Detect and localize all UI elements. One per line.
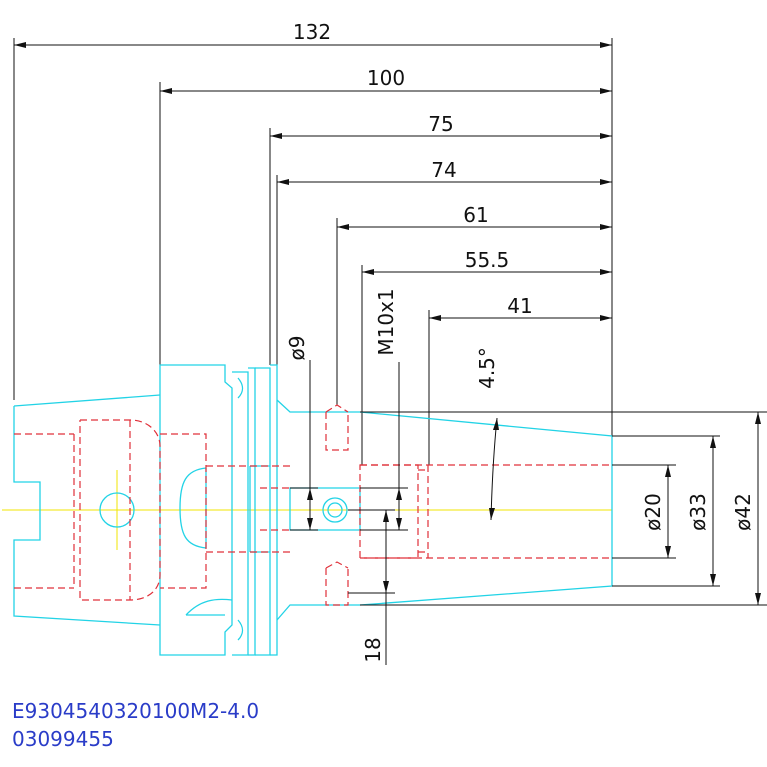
dim-132: 132 [293, 20, 331, 44]
dim-dia-42: ø42 [731, 493, 755, 531]
dim-100: 100 [367, 66, 405, 90]
dim-dia-33: ø33 [686, 493, 710, 531]
dim-74: 74 [431, 158, 456, 182]
hidden-lines [14, 404, 612, 606]
dim-55-5: 55.5 [465, 248, 510, 272]
dim-angle-4-5: 4.5° [475, 347, 499, 389]
part-outline [13, 364, 613, 656]
diameter-dimensions: ø20 ø33 ø42 [360, 411, 767, 606]
dim-dia-9: ø9 [285, 336, 309, 361]
dim-18: 18 [361, 637, 385, 662]
dim-thread-m10x1: M10x1 [374, 288, 398, 355]
length-dimensions: 132 100 75 74 61 55.5 [13, 20, 613, 465]
part-code-line-2: 03099455 [12, 727, 114, 751]
dim-75: 75 [428, 112, 453, 136]
center-line [2, 470, 612, 550]
dim-dia-20: ø20 [641, 493, 665, 531]
dim-41: 41 [507, 294, 532, 318]
internal-dimensions: ø9 M10x1 18 4.5° [285, 288, 499, 665]
dim-61: 61 [463, 203, 488, 227]
part-code-line-1: E9304540320100M2-4.0 [12, 699, 259, 723]
part-code: E9304540320100M2-4.0 03099455 [12, 699, 259, 751]
